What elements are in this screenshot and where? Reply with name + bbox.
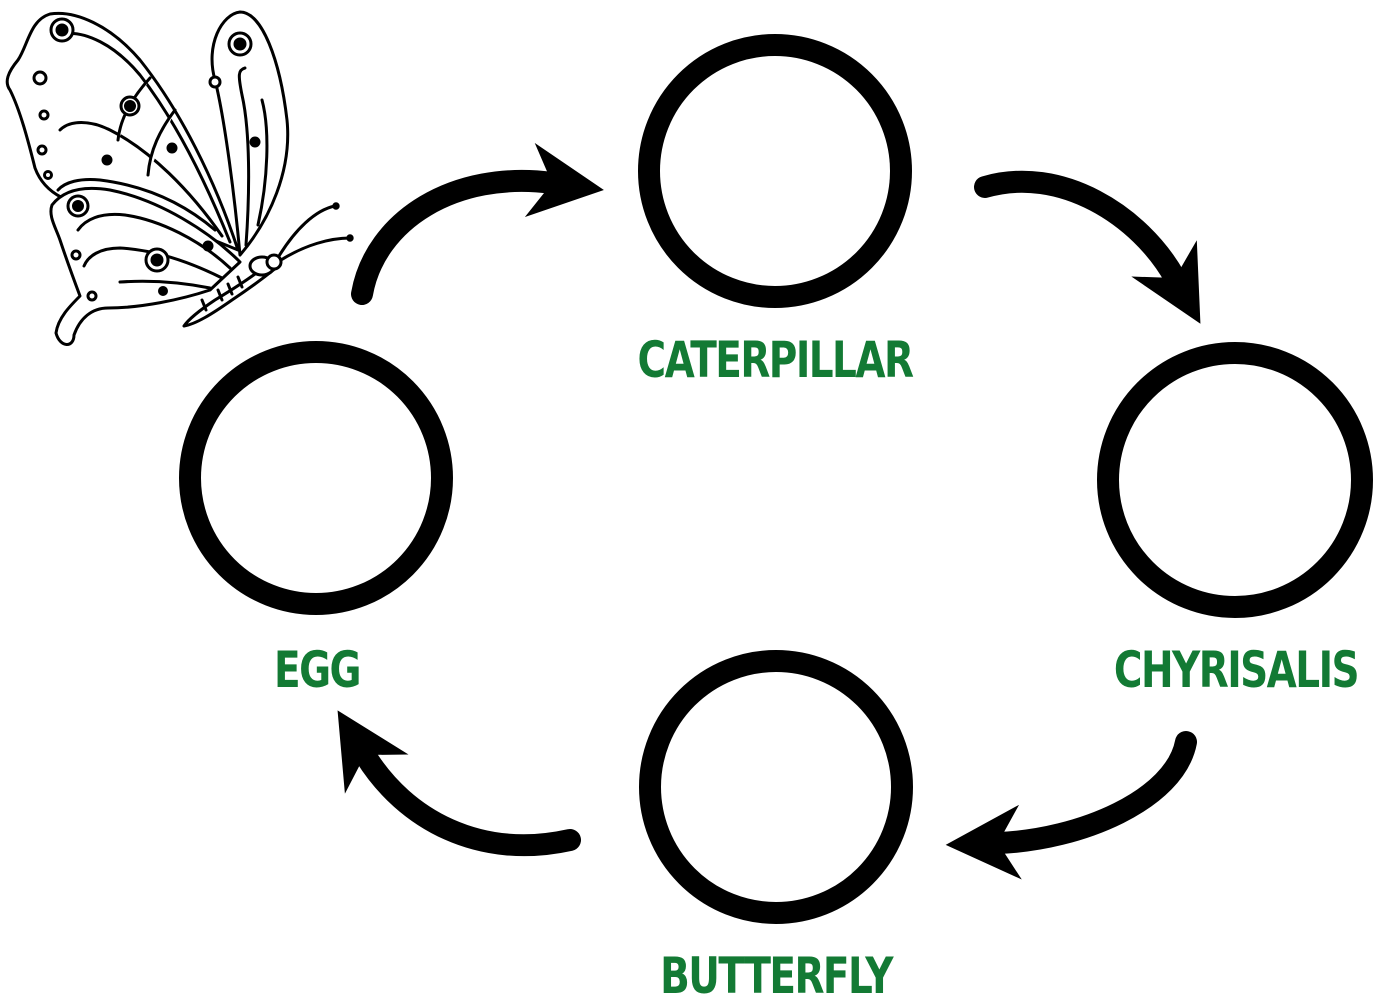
butterfly-circle — [650, 661, 902, 913]
egg-label: EGG — [274, 642, 360, 698]
chrysalis-circle — [1108, 353, 1362, 607]
butterfly-label: BUTTERFLY — [660, 948, 892, 1004]
caterpillar-label: CATERPILLAR — [638, 332, 913, 388]
butterfly-illustration-icon — [7, 12, 352, 345]
arrow-chrysalis-to-butterfly-icon — [998, 742, 1186, 843]
arrow-caterpillar-to-chrysalis-icon — [985, 182, 1175, 278]
arrow-egg-to-caterpillar-icon — [362, 181, 552, 294]
caterpillar-circle — [649, 45, 901, 297]
chrysalis-label: CHYRISALIS — [1114, 642, 1358, 698]
arrow-butterfly-to-egg-icon — [365, 755, 570, 845]
egg-circle — [190, 352, 442, 604]
